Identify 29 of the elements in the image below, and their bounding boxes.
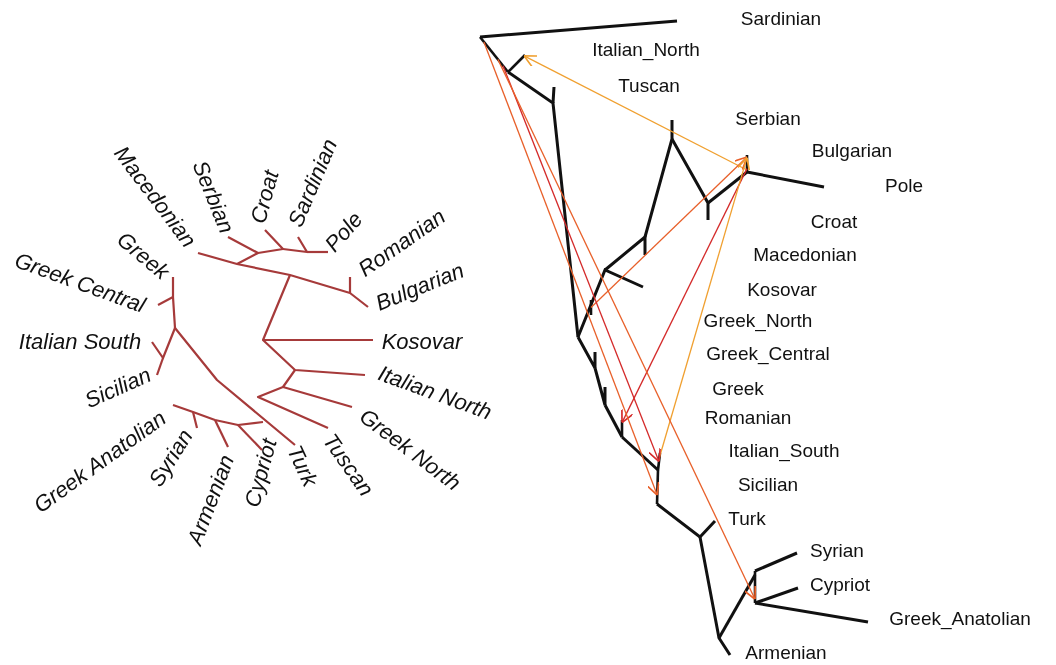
population-label: Italian South [18, 331, 142, 353]
population-label: Turk [728, 508, 766, 528]
population-label: Italian_North [592, 39, 700, 59]
population-label: Croat [247, 168, 283, 226]
population-label: Italian_South [728, 440, 840, 460]
population-label: Pole [885, 175, 923, 195]
population-label: Croat [810, 211, 858, 231]
population-label: Greek_Anatolian [889, 608, 1031, 628]
population-label: Bulgarian [811, 140, 893, 160]
tree-branch [507, 54, 526, 73]
population-label: Macedonian [753, 244, 857, 264]
population-label: Sardinian [740, 8, 822, 28]
population-label: Greek_North [703, 310, 813, 330]
population-label: Sicilian [737, 474, 799, 494]
tree-branch [479, 36, 509, 73]
population-label: Kosovar [381, 331, 463, 353]
population-label: Armenian [745, 642, 827, 662]
population-label: Syrian [810, 540, 864, 560]
population-label: Cypriot [241, 436, 281, 510]
population-label: Cypriot [809, 574, 871, 594]
population-label: Romanian [704, 407, 792, 427]
population-label: Kosovar [747, 279, 817, 299]
population-label: Tuscan [618, 75, 680, 95]
population-label: Greek_Central [706, 343, 830, 363]
population-label: Sicilian [81, 363, 155, 413]
population-label: Greek [712, 378, 764, 398]
population-label: Serbian [735, 108, 801, 128]
tree-branch [655, 469, 660, 505]
population-label: Turk [283, 442, 321, 490]
